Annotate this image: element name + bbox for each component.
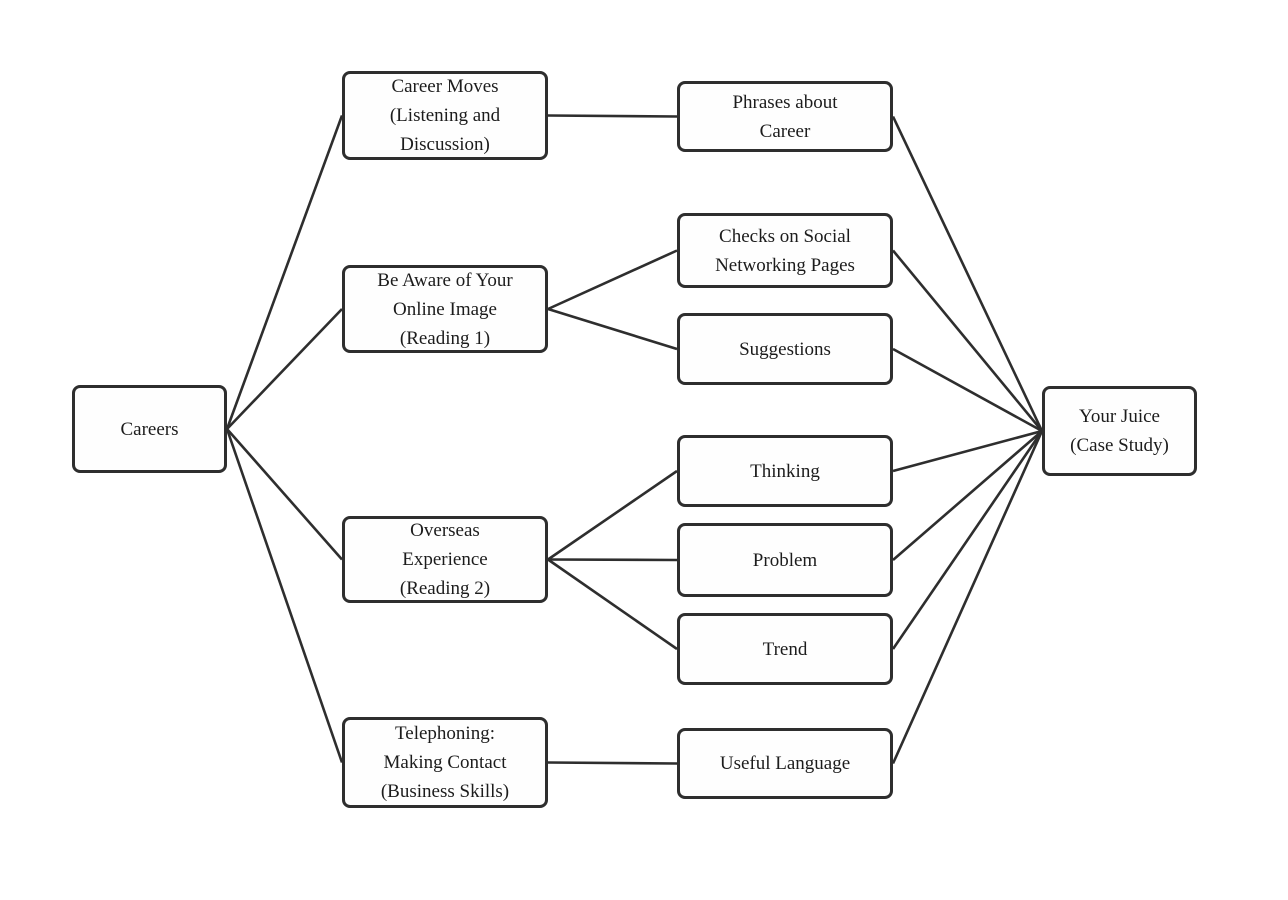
node-thinking: Thinking [677, 435, 893, 507]
node-trend: Trend [677, 613, 893, 685]
edge-thinking-to-your-juice [892, 429, 1043, 473]
node-your-juice-case-study-label: Your Juice (Case Study) [1070, 406, 1169, 456]
node-useful-language: Useful Language [677, 728, 893, 799]
edge-phrases-to-your-juice [891, 115, 1044, 432]
node-trend-label: Trend [762, 638, 808, 660]
node-suggestions-label: Suggestions [739, 338, 831, 360]
node-problem: Problem [677, 523, 893, 597]
node-career-moves-label: Career Moves (Listening and Discussion) [389, 76, 501, 155]
edge-careers-to-be-aware [226, 308, 343, 430]
node-telephoning-label: Telephoning: Making Contact (Business Sk… [380, 723, 510, 802]
edge-suggestions-to-your-juice [892, 347, 1043, 433]
edge-overseas-to-problem [547, 558, 678, 562]
edge-be-aware-to-suggestions [547, 307, 678, 351]
node-thinking-label: Thinking [750, 460, 820, 482]
node-checks-on-social-networking-pages-label: Checks on Social Networking Pages [715, 225, 855, 276]
node-your-juice-case-study: Your Juice (Case Study) [1042, 386, 1197, 476]
edge-telephoning-to-useful [547, 761, 678, 765]
node-telephoning: Telephoning: Making Contact (Business Sk… [342, 717, 548, 808]
node-phrases-about-career-label: Phrases about Career [732, 91, 838, 142]
node-careers-label: Careers [120, 418, 179, 440]
edge-trend-to-your-juice [891, 430, 1044, 650]
edge-useful-to-your-juice [891, 430, 1044, 765]
node-problem-label: Problem [752, 549, 818, 571]
node-be-aware-online-image: Be Aware of Your Online Image (Reading 1… [342, 265, 548, 353]
node-useful-language-label: Useful Language [719, 753, 851, 774]
edge-overseas-to-trend [547, 558, 678, 651]
node-suggestions: Suggestions [677, 313, 893, 385]
node-overseas-experience: Overseas Experience (Reading 2) [342, 516, 548, 603]
edge-careers-to-career-moves [225, 115, 344, 430]
node-careers: Careers [72, 385, 227, 473]
node-phrases-about-career: Phrases about Career [677, 81, 893, 152]
edge-overseas-to-thinking [547, 469, 678, 561]
edge-checks-to-your-juice [891, 249, 1044, 432]
edge-career-moves-to-phrases [547, 114, 678, 118]
edge-careers-to-overseas [226, 428, 343, 561]
node-overseas-experience-label: Overseas Experience (Reading 2) [399, 520, 491, 599]
edge-be-aware-to-checks [547, 249, 678, 311]
node-checks-on-social-networking-pages: Checks on Social Networking Pages [677, 213, 893, 288]
edge-careers-to-telephoning [225, 428, 344, 763]
node-career-moves: Career Moves (Listening and Discussion) [342, 71, 548, 160]
node-be-aware-online-image-label: Be Aware of Your Online Image (Reading 1… [377, 269, 513, 349]
edge-problem-to-your-juice [892, 430, 1043, 561]
